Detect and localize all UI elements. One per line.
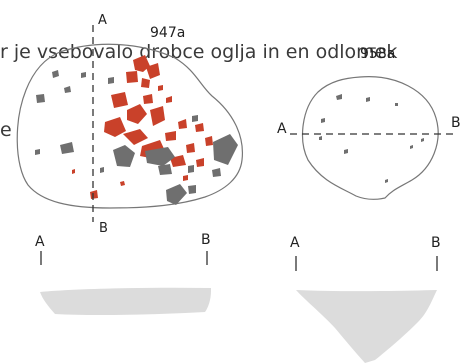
stone-fragment [188,185,196,194]
stone-speck [366,97,370,102]
stone-fragments-947a [35,70,238,205]
charcoal-fragment [123,129,148,145]
stone-fragment [35,149,40,155]
feature-947a-outline [16,43,244,209]
caption-text: r je vsebovalo drobce oglja in en odlome… [0,0,462,169]
charcoal-fragment [183,175,188,181]
feature-958a-plan: 958a A B [277,46,461,200]
charcoal-fragment [146,63,160,79]
stone-fragment [192,115,198,122]
stone-fragment [81,72,86,78]
charcoal-fragment [158,85,163,91]
section-mark-a-947a: A [98,13,107,28]
charcoal-fragment [90,190,98,199]
charcoal-fragment [111,92,128,108]
charcoal-fragment [141,78,150,88]
section-mark-a-958a: A [277,121,287,137]
feature-958a-id: 958a [360,46,395,62]
stone-speck [395,103,398,106]
charcoal-fragment [178,119,187,129]
feature-958a-profile: A B [290,235,441,363]
charcoal-fragment [170,155,186,167]
stone-fragment [213,134,238,165]
feature-958a-outline [301,76,439,200]
charcoal-fragment [120,181,125,186]
charcoal-fragment [126,71,138,83]
charcoal-fragment [127,104,147,124]
charcoal-fragment [186,143,195,153]
stone-specks-958a [319,94,424,183]
feature-947a-plan: A B 947a [16,13,244,236]
charcoal-fragment [195,123,204,132]
profile-shape-958a [296,290,437,363]
stone-speck [336,94,342,100]
stone-speck [421,138,424,142]
section-mark-b-958a: B [451,115,461,131]
stone-fragment [166,184,187,205]
stone-fragment [113,145,135,167]
stone-speck [321,118,325,123]
stone-speck [344,149,348,154]
stone-speck [385,179,388,183]
feature-947a-profile: A B [35,232,211,316]
charcoal-fragment [104,117,126,137]
charcoal-fragment [165,131,176,141]
stone-fragment [188,165,194,173]
stone-fragment [100,167,104,173]
feature-947a-id: 947a [150,25,185,41]
section-mark-b-947a: B [99,221,108,236]
caption-line-2: e [0,119,12,141]
profile-label-b-947a: B [201,232,211,248]
charcoal-fragment [133,55,150,72]
stone-fragment [60,142,74,154]
stone-fragment [212,168,221,177]
stone-fragment [158,164,172,175]
profile-label-b-958a: B [431,235,441,251]
stone-fragment [52,70,59,78]
charcoal-fragment [72,169,75,174]
profile-shape-947a [40,287,211,316]
stone-fragment [36,94,45,103]
charcoal-fragments-947a [72,55,213,199]
stone-fragment [108,77,114,84]
charcoal-fragment [196,158,204,167]
charcoal-fragment [143,94,153,104]
charcoal-fragment [166,96,172,103]
profile-label-a-958a: A [290,235,300,251]
caption-line-1: r je vsebovalo drobce oglja in en odlome… [0,41,398,63]
stone-fragment [64,86,71,93]
profile-label-a-947a: A [35,234,45,250]
charcoal-fragment [150,106,165,126]
stone-speck [410,145,413,149]
charcoal-fragment [205,136,213,146]
stone-fragment [145,147,175,166]
stone-speck [319,136,322,140]
